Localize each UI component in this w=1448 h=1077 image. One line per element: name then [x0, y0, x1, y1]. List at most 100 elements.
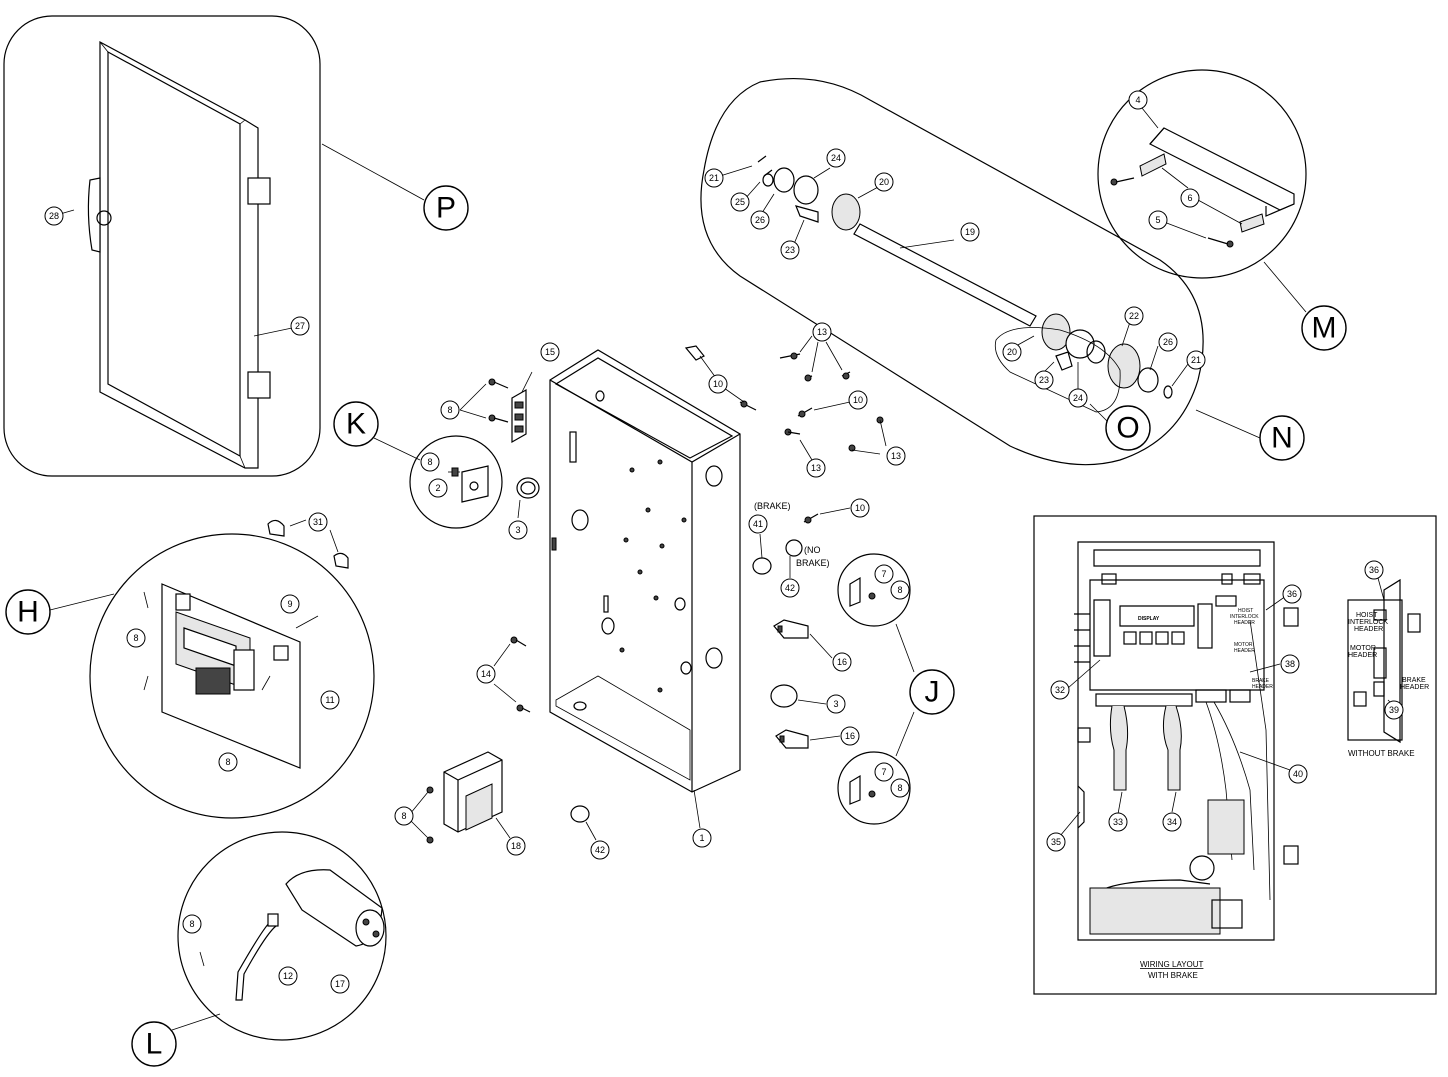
svg-text:18: 18 [511, 841, 521, 851]
svg-text:16: 16 [837, 657, 847, 667]
detail-view-l [177, 831, 387, 1041]
callout: 22 [1124, 306, 1144, 326]
callout: 34 [1162, 812, 1182, 832]
callout: 40 [1288, 764, 1308, 784]
callout: 23 [1034, 370, 1054, 390]
group-label-m: M [1301, 305, 1347, 351]
svg-text:9: 9 [287, 599, 292, 609]
door-panel-view [3, 15, 321, 477]
callout: 42 [590, 840, 610, 860]
svg-text:21: 21 [1191, 355, 1201, 365]
wb-hoist-label-1: HOIST [1356, 612, 1378, 619]
callout: 7 [874, 564, 894, 584]
callout: 20 [1002, 342, 1022, 362]
svg-text:16: 16 [845, 731, 855, 741]
callout: 13 [806, 458, 826, 478]
svg-text:L: L [146, 1028, 163, 1061]
callout: 28 [44, 206, 64, 226]
svg-text:1: 1 [699, 833, 704, 843]
hoist-header-label-1: HOIST [1238, 608, 1253, 614]
callout: 4 [1128, 90, 1148, 110]
callout: 11 [320, 690, 340, 710]
transformer [409, 751, 511, 844]
svg-text:19: 19 [965, 227, 975, 237]
svg-text:11: 11 [325, 695, 334, 705]
callout: 27 [290, 316, 310, 336]
svg-text:6: 6 [1187, 193, 1192, 203]
brake-parts [752, 533, 803, 578]
callout: 2 [428, 478, 448, 498]
group-label-h: H [5, 589, 51, 635]
wb-hoist-label-2: INTERLOCK [1348, 619, 1388, 626]
svg-text:13: 13 [817, 327, 827, 337]
no-brake-note-line1: (NO [804, 545, 821, 555]
svg-text:20: 20 [1007, 347, 1017, 357]
svg-text:10: 10 [853, 395, 863, 405]
display-label: DISPLAY [1138, 616, 1160, 622]
callout: 39 [1384, 700, 1404, 720]
svg-text:O: O [1116, 412, 1139, 445]
svg-text:34: 34 [1167, 817, 1177, 827]
svg-text:8: 8 [189, 919, 194, 929]
clip-parts [267, 519, 349, 569]
callout: 8 [394, 806, 414, 826]
callout: 5 [1148, 210, 1168, 230]
callout: 36 [1364, 560, 1384, 580]
callout: 23 [780, 240, 800, 260]
callout: 24 [826, 148, 846, 168]
group-label-l: L [131, 1021, 177, 1067]
wiring-layout-subtitle: WITH BRAKE [1148, 971, 1198, 980]
svg-text:2: 2 [435, 483, 440, 493]
svg-text:31: 31 [313, 517, 323, 527]
svg-text:14: 14 [481, 669, 491, 679]
svg-text:25: 25 [735, 197, 745, 207]
detail-view-m [1097, 69, 1307, 313]
wb-brake-label-2: HEADER [1400, 684, 1429, 691]
svg-text:N: N [1271, 422, 1293, 455]
svg-text:10: 10 [713, 379, 723, 389]
svg-text:27: 27 [295, 321, 305, 331]
main-enclosure [549, 349, 741, 829]
wiring-layout-panel [1033, 515, 1437, 995]
detail-view-k [409, 435, 503, 529]
callout: 21 [1186, 350, 1206, 370]
callout: 10 [848, 390, 868, 410]
callout: 42 [780, 578, 800, 598]
callout: 8 [218, 752, 238, 772]
callout: 10 [850, 498, 870, 518]
callout: 24 [1068, 388, 1088, 408]
callout: 36 [1282, 584, 1302, 604]
svg-text:K: K [346, 408, 366, 441]
svg-text:32: 32 [1055, 685, 1065, 695]
motor-header-label-2: HEADER [1234, 648, 1255, 654]
callout: 3 [826, 694, 846, 714]
callout: 13 [886, 446, 906, 466]
callout: 8 [890, 580, 910, 600]
brake-header-label-2: HEADER [1252, 684, 1273, 690]
callout: 26 [750, 210, 770, 230]
svg-text:12: 12 [283, 971, 293, 981]
svg-text:8: 8 [897, 783, 902, 793]
callout: 31 [308, 512, 328, 532]
callout: 13 [812, 322, 832, 342]
svg-text:35: 35 [1051, 837, 1061, 847]
svg-text:8: 8 [447, 405, 452, 415]
svg-text:26: 26 [755, 215, 765, 225]
svg-text:39: 39 [1389, 705, 1399, 715]
svg-text:3: 3 [833, 699, 838, 709]
group-label-p: P [423, 185, 469, 231]
svg-text:23: 23 [785, 245, 795, 255]
callout: 12 [278, 966, 298, 986]
svg-text:10: 10 [855, 503, 865, 513]
svg-text:40: 40 [1293, 769, 1303, 779]
svg-text:36: 36 [1287, 589, 1297, 599]
callout: 8 [420, 452, 440, 472]
callout: 26 [1158, 332, 1178, 352]
wb-motor-label-1: MOTOR [1350, 645, 1376, 652]
callout: 10 [708, 374, 728, 394]
screw-parts [684, 335, 887, 524]
no-brake-note-line2: BRAKE) [796, 558, 830, 568]
svg-text:24: 24 [1073, 393, 1083, 403]
brake-header-label-1: BRAKE [1252, 678, 1270, 684]
